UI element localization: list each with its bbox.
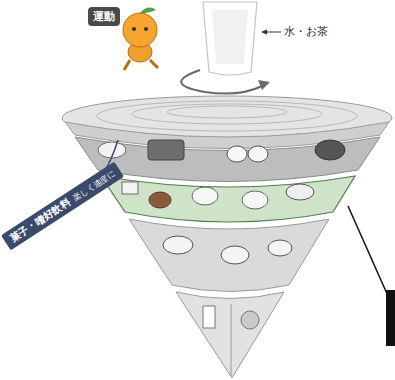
fish-dish	[163, 236, 193, 254]
water-tea-label: 水・お茶	[284, 24, 328, 39]
mascot-legs	[124, 60, 158, 70]
onigiri	[248, 146, 268, 162]
black-bar	[386, 290, 395, 346]
node-heading: 菓子・嗜好飲料	[7, 195, 73, 245]
disk-ring	[97, 101, 357, 131]
band-divider	[231, 304, 232, 376]
mascot-eye	[132, 27, 136, 31]
leader-arrow	[262, 32, 281, 33]
water-cup	[203, 2, 257, 75]
bread	[148, 140, 184, 160]
rotation-arrowhead	[258, 80, 270, 90]
disk-ring	[132, 104, 322, 124]
vegetable-dish	[242, 191, 268, 209]
salad	[122, 182, 138, 194]
protein-band	[129, 219, 329, 292]
cup-water	[212, 10, 248, 64]
miso-soup	[149, 192, 171, 208]
vegetable-dish	[192, 187, 218, 205]
vegetable-dish	[286, 184, 314, 200]
mascot-leaf	[140, 8, 156, 14]
node-heading: 運動	[93, 9, 115, 24]
vegetable-band	[101, 176, 355, 222]
snack-ribbon: 菓子・嗜好飲料楽しく適度に	[0, 162, 123, 251]
exercise-tag: 運動	[88, 7, 120, 26]
mascot-head	[123, 13, 157, 47]
rotation-line	[181, 70, 262, 94]
disk-ring	[167, 106, 287, 118]
mascot-eye	[144, 27, 148, 31]
meat-dish	[221, 246, 249, 264]
milk-carton	[203, 306, 215, 328]
noodles	[315, 140, 345, 160]
egg-dish	[268, 240, 292, 256]
onigiri	[227, 146, 247, 162]
fruit	[241, 311, 259, 329]
milk-fruit-band	[176, 292, 284, 378]
leader-line	[348, 206, 388, 296]
